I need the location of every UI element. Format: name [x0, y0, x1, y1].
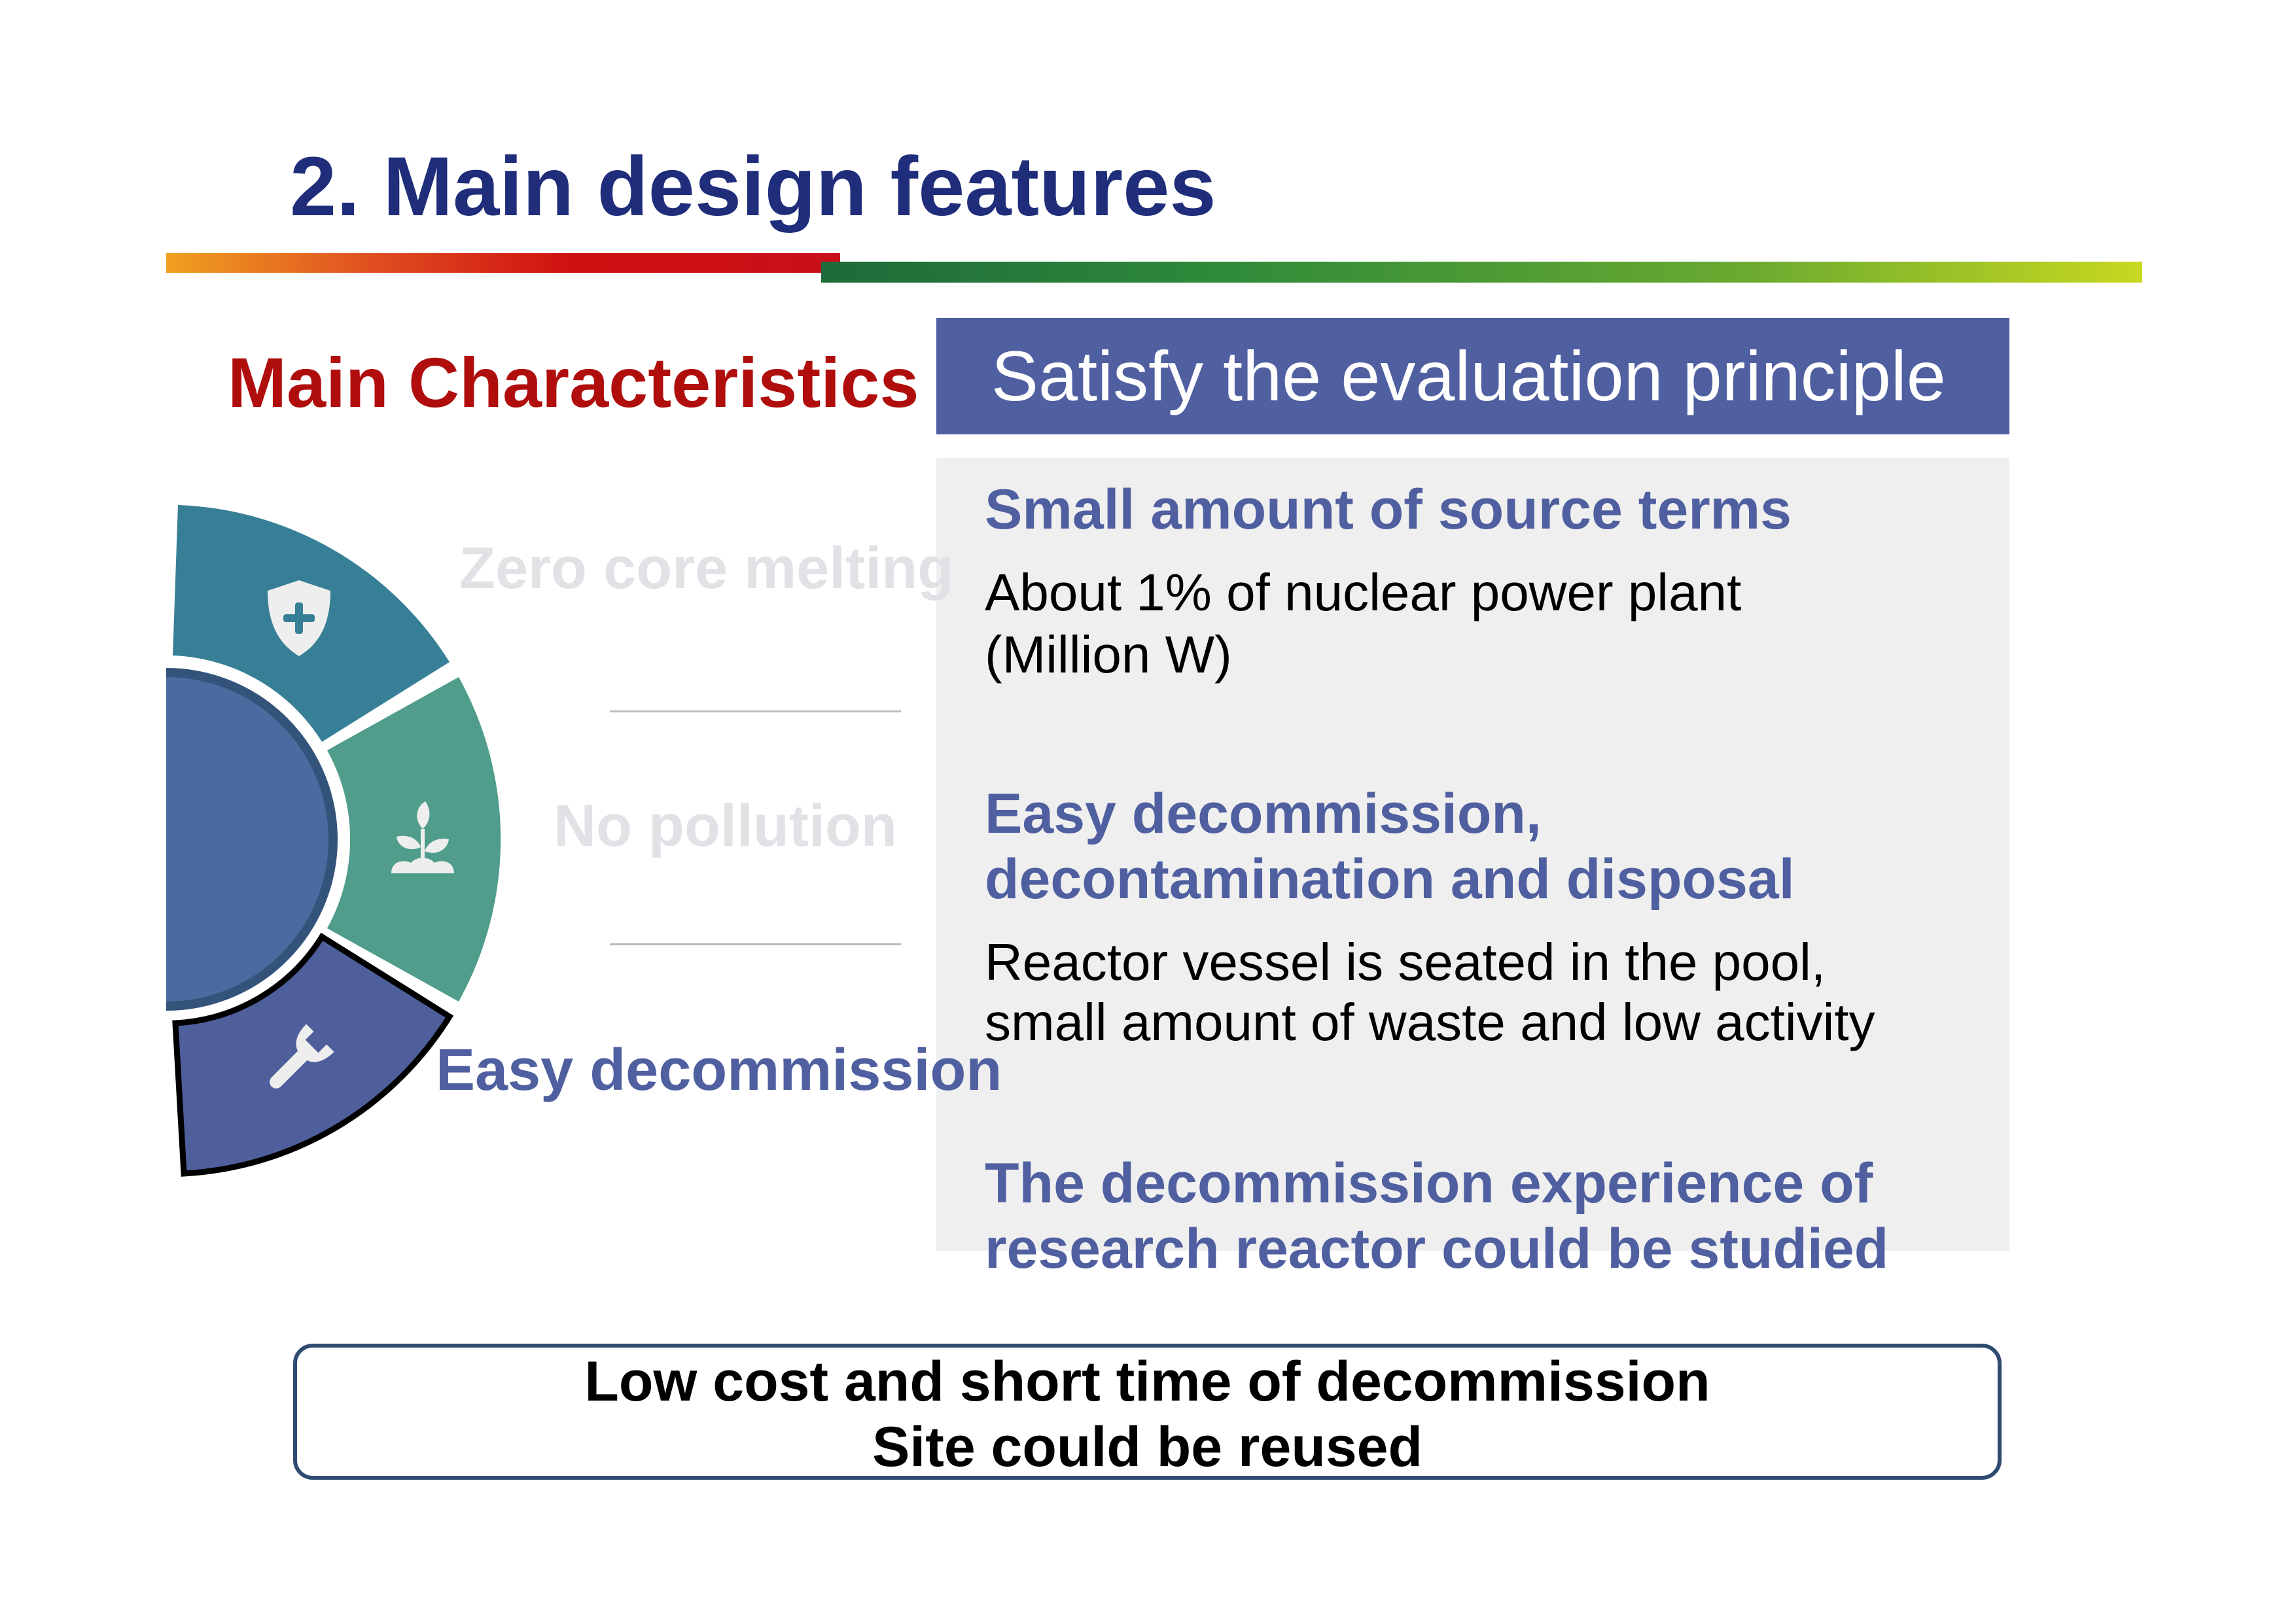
item-body: (Million W) [985, 625, 1232, 684]
evaluation-panel [936, 458, 2009, 1251]
conclusion-box: Low cost and short time of decommission … [293, 1344, 2002, 1480]
label-zero-core-melting[interactable]: Zero core melting [459, 536, 954, 601]
evaluation-header: Satisfy the evaluation principle [991, 336, 1946, 415]
title-underline-green [821, 262, 2142, 283]
divider [610, 943, 901, 945]
plant-icon [391, 801, 454, 873]
wrench-icon [270, 1024, 334, 1089]
divider [610, 710, 901, 712]
item-heading: research reactor could be studied [985, 1217, 1889, 1280]
conclusion-line: Site could be reused [872, 1416, 1423, 1478]
item-heading: The decommission experience of [985, 1152, 1873, 1215]
label-no-pollution[interactable]: No pollution [554, 794, 897, 859]
main-characteristics-heading: Main Characteristics [228, 343, 919, 422]
conclusion-line: Low cost and short time of decommission [584, 1350, 1710, 1413]
item-body: Reactor vessel is seated in the pool, [985, 933, 1826, 991]
title-underline-warm [166, 253, 840, 273]
item-body: small amount of waste and low activity [985, 993, 1875, 1051]
evaluation-header-box [936, 318, 2009, 434]
label-easy-decommission[interactable]: Easy decommission [436, 1038, 1002, 1103]
shield-plus-icon [268, 580, 330, 656]
item-heading: Small amount of source terms [985, 478, 1792, 541]
item-heading: Easy decommission, [985, 782, 1542, 845]
item-body: About 1% of nuclear power plant [985, 563, 1742, 621]
item-heading: decontamination and disposal [985, 848, 1795, 911]
page-title: 2. Main design features [290, 140, 1216, 234]
center-circle [166, 668, 338, 1011]
